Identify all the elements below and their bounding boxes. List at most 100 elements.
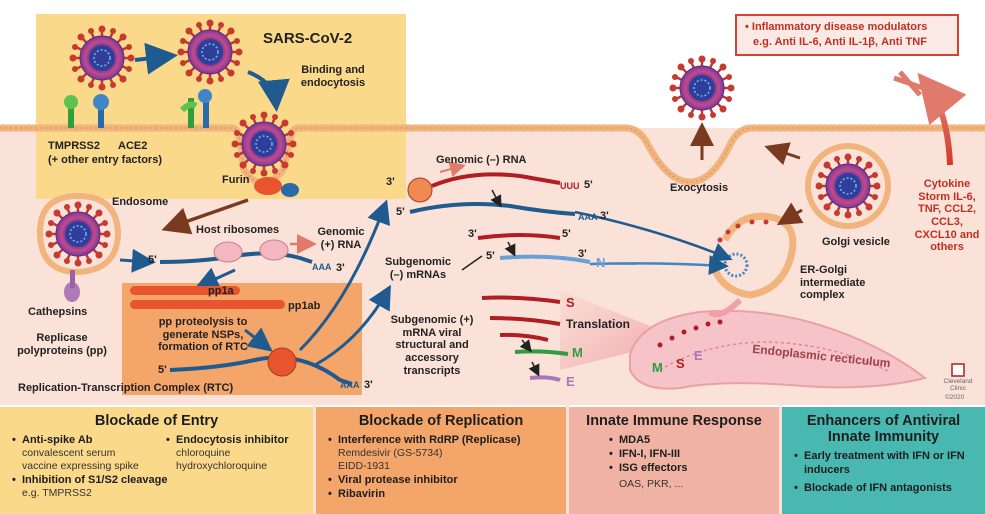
virus-particle-3 xyxy=(230,110,298,178)
ace2-label: ACE2 xyxy=(118,140,148,152)
panel-replication-title: Blockade of Replication xyxy=(358,413,524,429)
innate-item-1: MDA5 xyxy=(609,433,769,447)
protein-n-label: N xyxy=(596,255,606,270)
panel-entry-title: Blockade of Entry xyxy=(94,413,219,429)
protein-s-label-1: S xyxy=(566,295,575,310)
strand-5-label: 5' xyxy=(148,254,157,266)
protein-e-label-2: E xyxy=(694,348,703,363)
genomic-plus-5-label: 5' xyxy=(396,206,405,218)
er-spike-proteins xyxy=(657,319,723,348)
translation-label: Translation xyxy=(566,317,631,331)
golgi-vesicle-shape xyxy=(805,143,891,229)
subgenomic-minus-strand-2 xyxy=(499,254,591,264)
entry-item-3: Inhibition of S1/S2 cleavage e.g. TMPRSS… xyxy=(12,473,303,500)
entry-item-3-text: Inhibition of S1/S2 cleavage xyxy=(22,474,168,486)
replication-item-1-sub-1: Remdesivir (GS-5734) xyxy=(338,447,443,459)
cytokine-storm-arrow xyxy=(917,72,967,166)
subgenomic-plus-label: Subgenomic (+) mRNA viral structural and… xyxy=(390,314,474,377)
pp1ab-bar xyxy=(130,300,285,309)
genomic-plus-rna-copy xyxy=(409,202,576,216)
panel-enhancers-title: Enhancers of Antiviral Innate Immunity xyxy=(806,413,961,445)
innate-item-3: ISG effectors OAS, PKR, ... xyxy=(609,461,769,491)
entry-item-1-text: Anti-spike Ab xyxy=(22,434,93,446)
rtc-to-genomic-arrow xyxy=(298,199,391,352)
ace2-receptor xyxy=(93,94,109,128)
sub-minus-5b-label: 5' xyxy=(486,250,495,262)
endosome-label: Endosome xyxy=(112,196,169,208)
attach-arrow xyxy=(134,42,178,75)
entry-item-2: Endocytosis inhibitor chloroquine hydrox… xyxy=(166,433,303,473)
exocytosis-label: Exocytosis xyxy=(670,182,729,194)
translation-arrow xyxy=(194,267,236,290)
aaa-label-1: AAA xyxy=(312,262,332,272)
er-lumen-line xyxy=(659,341,891,373)
rtc-template-strand xyxy=(169,355,353,386)
genomic-plus-3-label: 3' xyxy=(600,210,609,222)
rtc2-direction-arrow xyxy=(439,161,466,177)
rtc-label: Replication-Transcription Complex (RTC) xyxy=(18,382,234,394)
genomic-minus-label: Genomic (–) RNA xyxy=(436,154,527,166)
rtc-5-label: 5' xyxy=(158,364,167,376)
endosome-vesicle xyxy=(37,192,122,276)
enhancers-item-1: Early treatment with IFN or IFN inducers xyxy=(794,449,975,477)
aaa-label-rtc: AAA xyxy=(340,380,360,390)
logo-year: ©2020 xyxy=(945,394,965,401)
genomic-3-label: 3' xyxy=(386,176,395,188)
subgenomic-plus-arrow-1 xyxy=(519,339,532,353)
strand-3-label: 3' xyxy=(336,262,345,274)
ergic-to-golgi-arrow xyxy=(776,202,804,226)
protein-m-label-2: M xyxy=(652,360,663,375)
modulators-line-2: e.g. Anti IL-6, Anti IL-1β, Anti TNF xyxy=(753,36,927,48)
panel-blockade-replication: Blockade of Replication Interference wit… xyxy=(316,405,566,514)
replicase-pp-label: Replicase polyproteins (pp) xyxy=(17,332,107,357)
endoplasmic-reticulum xyxy=(629,309,928,390)
panel-innate-title: Innate Immune Response xyxy=(586,413,762,429)
subgenomic-plus-strand-m xyxy=(514,349,569,356)
ribosome-1 xyxy=(213,241,243,263)
rtc-3-label: 3' xyxy=(364,379,373,391)
membrane-texture xyxy=(0,127,985,184)
cathepsins-enzyme xyxy=(64,270,80,302)
tmprss2-label: TMPRSS2 xyxy=(48,140,100,152)
innate-item-3-sub-1: OAS, PKR, ... xyxy=(619,478,684,490)
entry-item-2-sub-1: chloroquine xyxy=(176,447,231,459)
subgenomic-plus-strand-1 xyxy=(481,295,561,304)
genomic-plus-label: Genomic (+) RNA xyxy=(317,226,365,251)
assembling-virion xyxy=(723,252,749,278)
replicate-arrow xyxy=(490,189,502,208)
pp1ab-label: pp1ab xyxy=(288,300,321,312)
aaa-label-genomic: AAA xyxy=(578,212,598,222)
other-factors-label: (+ other entry factors) xyxy=(48,154,162,166)
sub-minus-5-label: 5' xyxy=(562,228,571,240)
rtc-to-subgenomic-arrow xyxy=(314,284,391,367)
sub-minus-3b-label: 3' xyxy=(578,248,587,260)
protein-m-label-1: M xyxy=(572,345,583,360)
subgenomic-plus-strand-2 xyxy=(489,316,561,326)
golgi-to-exocytosis-arrow xyxy=(764,142,801,166)
genome-to-ergic-arrow xyxy=(574,210,733,262)
entry-item-1-sub-1: convalescent serum xyxy=(22,447,116,459)
pp1a-bar xyxy=(130,286,240,295)
modulators-box: • Inflammatory disease modulators e.g. A… xyxy=(735,14,959,56)
ergic-proteins xyxy=(717,219,769,243)
entry-item-2-sub-2: hydroxychloroquine xyxy=(176,460,268,472)
er-to-ergic-link xyxy=(708,297,743,318)
release-arrow xyxy=(119,248,156,273)
genomic-minus-rna-strand xyxy=(431,172,561,188)
rtc-complex-2 xyxy=(407,177,433,203)
entry-item-1: Anti-spike Ab convalescent serum vaccine… xyxy=(12,433,158,473)
replication-item-2: Viral protease inhibitor xyxy=(328,473,556,487)
inhibition-tbar xyxy=(893,75,927,92)
uuu-label: UUU xyxy=(560,181,580,191)
sub-minus-3-label: 3' xyxy=(468,228,477,240)
modulators-line-1: • Inflammatory disease modulators xyxy=(745,21,928,33)
replication-item-1-text: Interference with RdRP (Replicase) xyxy=(338,434,521,446)
bound-receptors xyxy=(179,89,212,128)
innate-item-3-text: ISG effectors xyxy=(619,462,688,474)
binding-label: Binding and endocytosis xyxy=(300,64,366,89)
host-ribosomes-label: Host ribosomes xyxy=(196,224,280,236)
tmprss2-receptor xyxy=(64,95,78,128)
endosome-arrow xyxy=(161,198,249,235)
panel-blockade-entry: Blockade of Entry Anti-spike Ab convales… xyxy=(0,405,313,514)
